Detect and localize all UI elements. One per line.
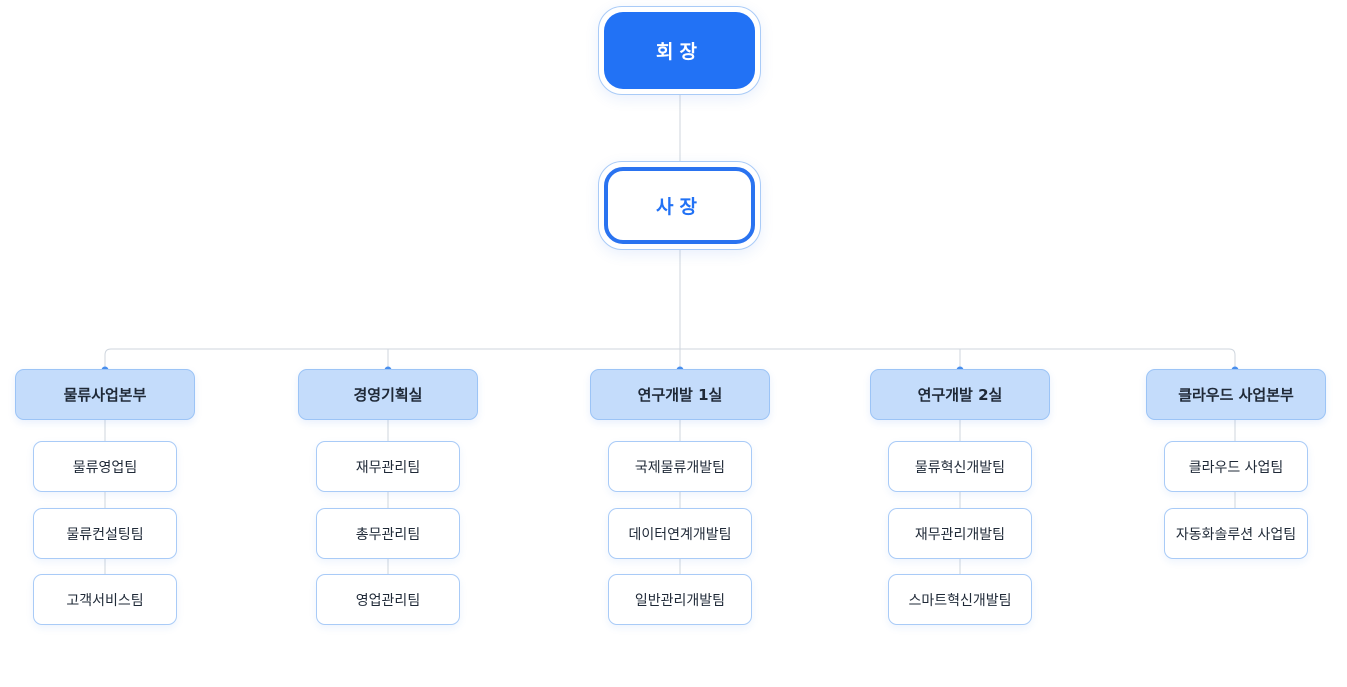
team-node: 자동화솔루션 사업팀: [1164, 508, 1308, 559]
team-node: 데이터연계개발팀: [608, 508, 752, 559]
team-node: 고객서비스팀: [33, 574, 177, 625]
team-node: 총무관리팀: [316, 508, 460, 559]
division-node: 클라우드 사업본부: [1146, 369, 1326, 420]
chairman-node: 회장: [598, 6, 761, 95]
team-node: 영업관리팀: [316, 574, 460, 625]
team-node: 국제물류개발팀: [608, 441, 752, 492]
team-node: 물류컨설팅팀: [33, 508, 177, 559]
president-node: 사장: [598, 161, 761, 250]
team-node: 물류영업팀: [33, 441, 177, 492]
team-node: 재무관리개발팀: [888, 508, 1032, 559]
team-node: 스마트혁신개발팀: [888, 574, 1032, 625]
team-node: 클라우드 사업팀: [1164, 441, 1308, 492]
team-node: 물류혁신개발팀: [888, 441, 1032, 492]
division-node: 연구개발 2실: [870, 369, 1050, 420]
team-node: 재무관리팀: [316, 441, 460, 492]
division-node: 연구개발 1실: [590, 369, 770, 420]
division-node: 경영기획실: [298, 369, 478, 420]
chairman-label: 회장: [604, 12, 755, 89]
team-node: 일반관리개발팀: [608, 574, 752, 625]
president-label: 사장: [604, 167, 755, 244]
division-node: 물류사업본부: [15, 369, 195, 420]
